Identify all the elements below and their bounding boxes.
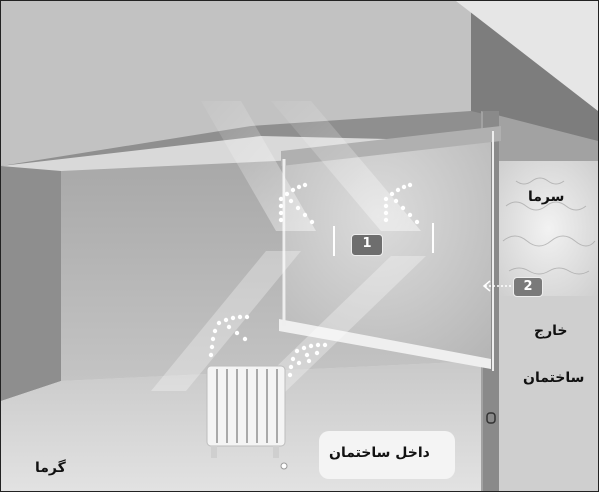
inside-label-box: داخل ساختمان	[319, 431, 455, 479]
label-outside-line1: خارج	[534, 323, 568, 339]
label-warm: گرما	[35, 460, 66, 476]
beam-4	[246, 256, 426, 396]
beam-2	[271, 101, 421, 231]
arrow-upper-right	[383, 182, 420, 225]
arrow-lower-left	[208, 314, 250, 358]
cold-texture	[502, 177, 596, 275]
arrow-lower-right	[287, 342, 328, 378]
callout-1: 1	[351, 234, 383, 256]
outside-panel	[499, 296, 598, 491]
callout-2: 2	[513, 277, 543, 297]
roof-top	[456, 1, 598, 111]
window-glass	[286, 136, 491, 366]
left-wall	[1, 166, 61, 401]
radiator	[206, 365, 288, 470]
beam-1	[201, 101, 316, 231]
facade-bolt	[486, 412, 496, 424]
label-cold: سرما	[528, 189, 565, 205]
arrow-upper-left	[278, 182, 315, 225]
window-sill	[279, 319, 491, 369]
label-inside: داخل ساختمان	[329, 445, 430, 461]
heat-loss-arrow-head	[482, 280, 491, 292]
ceiling-light	[1, 1, 471, 166]
label-outside-line2: ساختمان	[523, 370, 585, 386]
